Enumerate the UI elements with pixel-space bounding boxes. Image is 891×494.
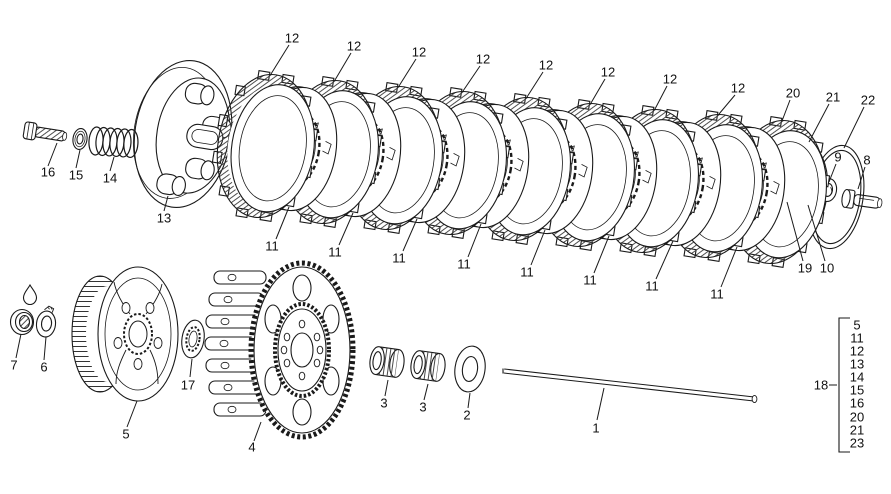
callout-7: 7 (10, 358, 17, 373)
callout-4: 4 (248, 440, 255, 455)
callout-1: 1 (592, 421, 599, 436)
part-2-washer (454, 345, 486, 393)
callout-2: 2 (463, 408, 470, 423)
callout-12: 12 (539, 58, 553, 73)
callout-11: 11 (710, 287, 724, 302)
part-15-washer (72, 128, 88, 150)
callout-18: 18 (814, 378, 828, 393)
callout-17: 17 (181, 378, 195, 393)
callout-3: 3 (419, 400, 426, 415)
callout-22: 22 (861, 93, 875, 108)
part-1-pushrod (502, 368, 758, 404)
callout-9: 9 (834, 150, 841, 165)
part-6-lock-washer (35, 305, 57, 338)
legend-item: 21 (850, 423, 864, 438)
callout-12: 12 (601, 65, 615, 80)
part-4-clutch-basket (204, 260, 356, 440)
part-17-splined-washer (181, 319, 205, 359)
callout-21: 21 (826, 90, 840, 105)
part-16-bolt (22, 121, 68, 142)
callout-6: 6 (40, 360, 47, 375)
callout-19: 19 (798, 261, 812, 276)
callout-11: 11 (392, 251, 406, 266)
callout-16: 16 (41, 165, 55, 180)
callout-11: 11 (645, 279, 659, 294)
callout-20: 20 (786, 86, 800, 101)
part-7-nut (9, 308, 35, 336)
callout-11: 11 (265, 239, 279, 254)
legend-bracket: 5 11 12 13 14 15 16 20 21 23 (838, 317, 864, 453)
callout-12: 12 (412, 45, 426, 60)
callout-12: 12 (476, 52, 490, 67)
legend-item: 14 (850, 370, 864, 385)
legend-item: 13 (850, 357, 864, 372)
callout-12: 12 (347, 39, 361, 54)
part-3-needle-bearing (408, 349, 448, 383)
callout-11: 11 (328, 245, 342, 260)
part-14-spring (88, 126, 139, 159)
callout-3: 3 (380, 396, 387, 411)
callout-13: 13 (157, 211, 171, 226)
callout-15: 15 (69, 168, 83, 183)
part-3-needle-bearing (367, 345, 407, 379)
part-8-pushrod-tip (841, 188, 883, 209)
legend-item: 5 (853, 318, 860, 333)
legend-item: 20 (850, 410, 864, 425)
legend-item: 23 (850, 436, 864, 451)
callout-12: 12 (731, 81, 745, 96)
legend-item: 16 (850, 396, 864, 411)
leader-lines (15, 44, 866, 442)
callout-11: 11 (457, 257, 471, 272)
part-13-pressure-plate (132, 59, 233, 209)
oil-drop-icon (22, 283, 38, 306)
legend-item: 12 (850, 344, 864, 359)
callout-12: 12 (285, 31, 299, 46)
callout-labels: 16 15 14 13 12 12 12 12 12 12 12 12 11 1… (10, 31, 875, 455)
callout-12: 12 (663, 72, 677, 87)
part-5-clutch-hub (71, 266, 179, 402)
legend-item: 15 (850, 383, 864, 398)
callout-11: 11 (520, 265, 534, 280)
callout-14: 14 (103, 171, 117, 186)
callout-11: 11 (583, 273, 597, 288)
clutch-plate-stack (204, 65, 838, 273)
callout-5: 5 (122, 427, 129, 442)
callout-8: 8 (863, 153, 870, 168)
legend-item: 11 (850, 331, 864, 346)
callout-10: 10 (820, 261, 834, 276)
